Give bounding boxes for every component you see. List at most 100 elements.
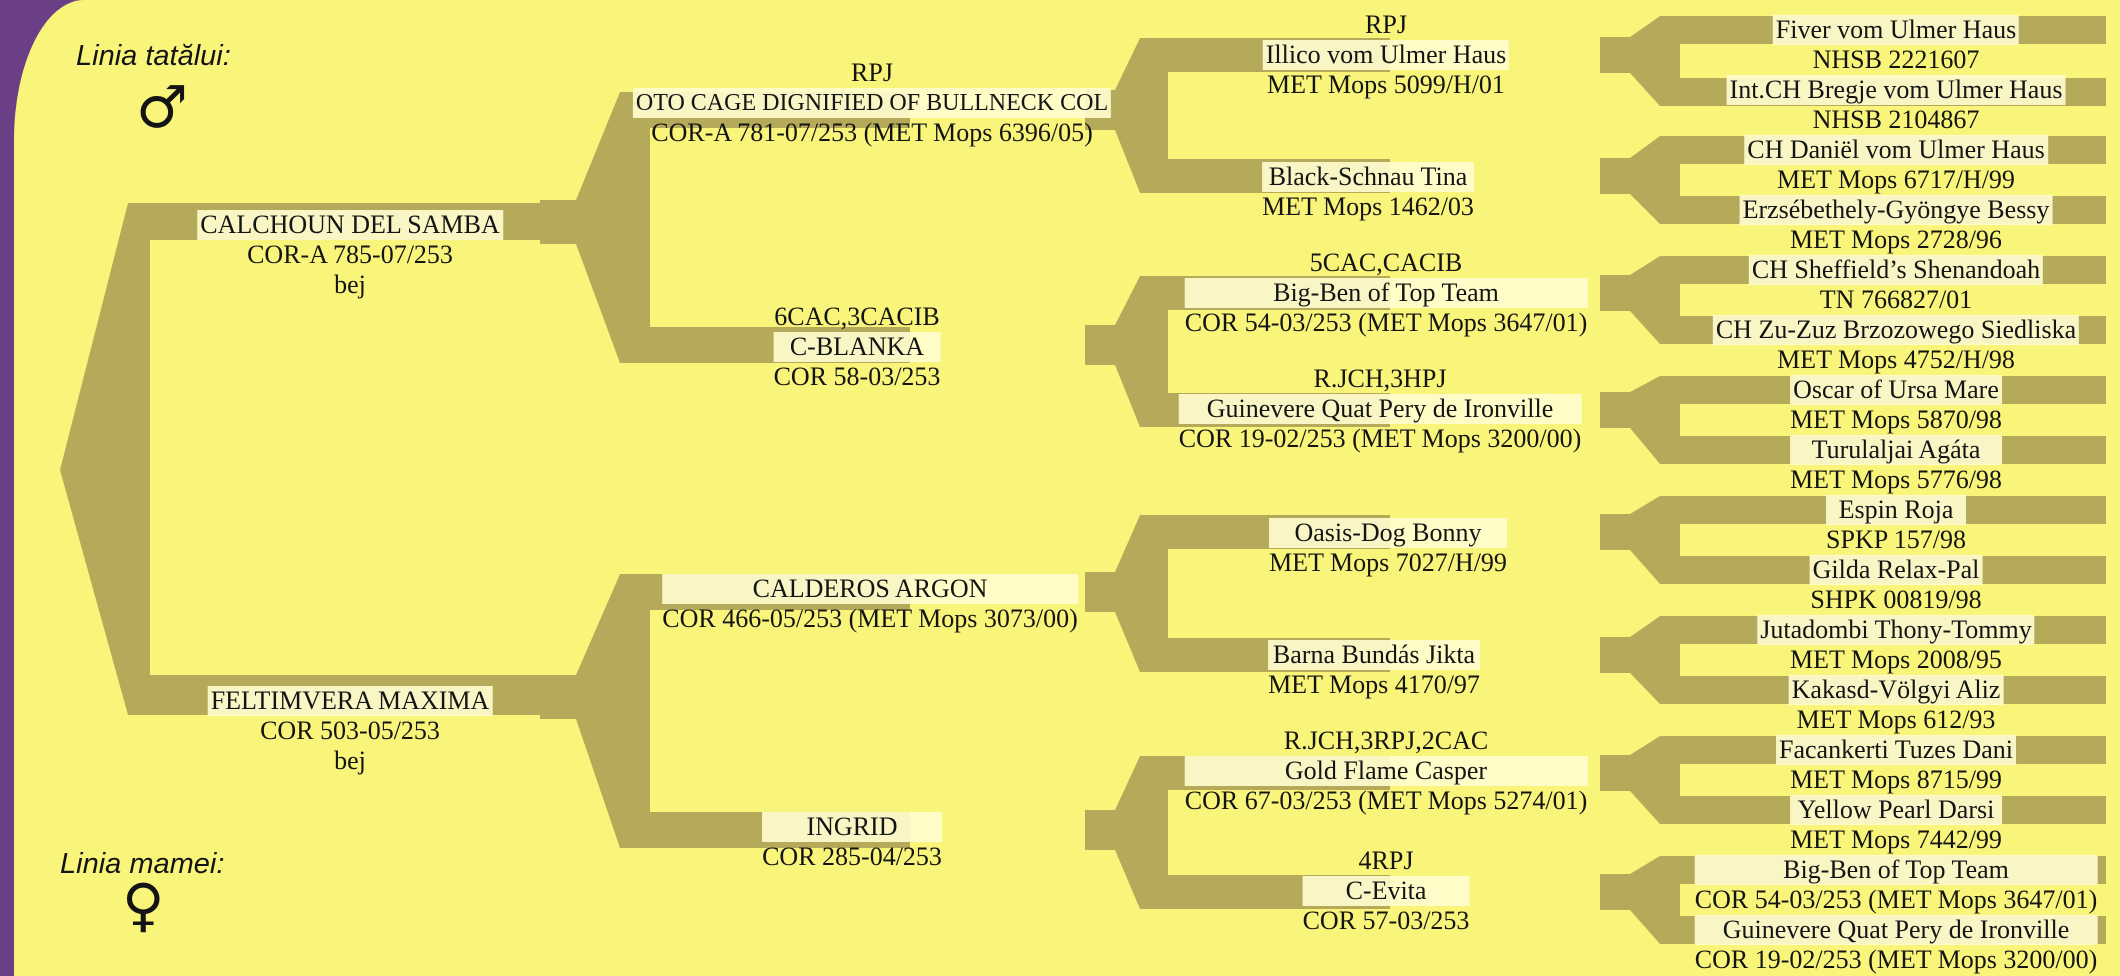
gen4-entry: Big-Ben of Top Team COR 54-03/253 (MET M… xyxy=(1694,855,2098,915)
gen2-reg: COR-A 781-07/253 (MET Mops 6396/05) xyxy=(651,118,1093,147)
gen3-title: RPJ xyxy=(1365,10,1407,39)
gen4-name: Kakasd-Völgyi Aliz xyxy=(1788,675,2004,705)
gen4-entry: Fiver vom Ulmer Haus NHSB 2221607 xyxy=(1772,15,2020,75)
gen4-entry: Erzsébethely-Gyöngye Bessy MET Mops 2728… xyxy=(1739,195,2053,255)
gen3-fork xyxy=(1085,276,1390,427)
gen3-reg: COR 54-03/253 (MET Mops 3647/01) xyxy=(1184,308,1588,337)
gen3-reg: MET Mops 7027/H/99 xyxy=(1269,548,1507,577)
gen4-reg: MET Mops 2008/95 xyxy=(1790,645,2002,674)
gen4-reg: SHPK 00819/98 xyxy=(1810,585,1982,614)
gen4-entry: CH Zu-Zuz Brzozowego Siedliska MET Mops … xyxy=(1712,315,2080,375)
gen3-reg: MET Mops 4170/97 xyxy=(1268,670,1480,699)
male-symbol-icon: ♂ xyxy=(136,73,188,141)
gen4-name: Gilda Relax-Pal xyxy=(1809,555,1983,585)
gen3-reg: MET Mops 5099/H/01 xyxy=(1267,70,1505,99)
gen4-name: CH Zu-Zuz Brzozowego Siedliska xyxy=(1712,315,2080,345)
gen4-entry: Kakasd-Völgyi Aliz MET Mops 612/93 xyxy=(1788,675,2004,735)
gen2-name: C-BLANKA xyxy=(773,332,941,362)
gen3-fork xyxy=(1085,515,1390,672)
gen4-reg: MET Mops 8715/99 xyxy=(1790,765,2002,794)
gen4-reg: SPKP 157/98 xyxy=(1826,525,1966,554)
dam-color: bej xyxy=(334,746,366,775)
gen3-title: 4RPJ xyxy=(1358,846,1414,875)
gen4-reg: MET Mops 2728/96 xyxy=(1790,225,2002,254)
gen2-reg: COR 466-05/253 (MET Mops 3073/00) xyxy=(662,604,1078,633)
gen4-name: Oscar of Ursa Mare xyxy=(1790,375,2002,405)
gen4-reg: MET Mops 612/93 xyxy=(1796,705,1996,734)
gen2-entry: CALDEROS ARGON COR 466-05/253 (MET Mops … xyxy=(662,574,1078,634)
sire-color: bej xyxy=(334,270,366,299)
gen4-reg: COR 19-02/253 (MET Mops 3200/00) xyxy=(1694,945,2098,974)
father-line-label: Linia tatălui: xyxy=(76,40,231,72)
gen4-name: Espin Roja xyxy=(1826,495,1966,525)
gen4-reg: NHSB 2221607 xyxy=(1812,45,1980,74)
gen4-name: Erzsébethely-Gyöngye Bessy xyxy=(1739,195,2053,225)
gen4-entry: Oscar of Ursa Mare MET Mops 5870/98 xyxy=(1790,375,2002,435)
gen2-entry: 6CAC,3CACIB C-BLANKA COR 58-03/253 xyxy=(773,302,941,392)
gen3-entry: R.JCH,3RPJ,2CAC Gold Flame Casper COR 67… xyxy=(1184,726,1588,816)
sire-name: CALCHOUN DEL SAMBA xyxy=(197,210,503,240)
gen2-title: RPJ xyxy=(851,58,893,87)
gen3-entry: R.JCH,3HPJ Guinevere Quat Pery de Ironvi… xyxy=(1178,364,1582,454)
gen4-entry: CH Sheffield’s Shenandoah TN 766827/01 xyxy=(1748,255,2044,315)
gen3-entry: Barna Bundás Jikta MET Mops 4170/97 xyxy=(1268,640,1480,700)
dam-reg: COR 503-05/253 xyxy=(260,716,440,745)
gen2-reg: COR 58-03/253 xyxy=(773,362,941,391)
gen4-entry: CH Daniël vom Ulmer Haus MET Mops 6717/H… xyxy=(1744,135,2048,195)
gen3-reg: COR 19-02/253 (MET Mops 3200/00) xyxy=(1178,424,1582,453)
gen4-name: CH Daniël vom Ulmer Haus xyxy=(1744,135,2048,165)
gen3-title: R.JCH,3HPJ xyxy=(1313,364,1447,393)
gen3-reg: COR 67-03/253 (MET Mops 5274/01) xyxy=(1184,786,1588,815)
gen4-reg: MET Mops 4752/H/98 xyxy=(1777,345,2015,374)
gen3-name: Big-Ben of Top Team xyxy=(1184,278,1588,308)
gen3-name: C-Evita xyxy=(1302,876,1470,906)
gen4-name: Guinevere Quat Pery de Ironville xyxy=(1694,915,2098,945)
dam-name: FELTIMVERA MAXIMA xyxy=(207,686,493,716)
gen4-entry: Espin Roja SPKP 157/98 xyxy=(1826,495,1966,555)
sire-reg: COR-A 785-07/253 xyxy=(247,240,453,269)
gen4-entry: Turulaljai Agáta MET Mops 5776/98 xyxy=(1790,435,2002,495)
gen3-title: R.JCH,3RPJ,2CAC xyxy=(1283,726,1489,755)
gen3-entry: 5CAC,CACIB Big-Ben of Top Team COR 54-03… xyxy=(1184,248,1588,338)
gen4-name: Facankerti Tuzes Dani xyxy=(1776,735,2016,765)
gen2-title: 6CAC,3CACIB xyxy=(774,302,940,331)
female-symbol-icon: ♀ xyxy=(122,871,165,939)
sire-fork xyxy=(540,92,910,363)
gen4-entry: Gilda Relax-Pal SHPK 00819/98 xyxy=(1809,555,1983,615)
gen3-name: Guinevere Quat Pery de Ironville xyxy=(1178,394,1582,424)
gen4-reg: MET Mops 6717/H/99 xyxy=(1777,165,2015,194)
gen3-name: Oasis-Dog Bonny xyxy=(1269,518,1507,548)
gen4-reg: MET Mops 7442/99 xyxy=(1790,825,2002,854)
gen4-entry: Facankerti Tuzes Dani MET Mops 8715/99 xyxy=(1776,735,2016,795)
gen3-name: Barna Bundás Jikta xyxy=(1268,640,1480,670)
gen4-name: Yellow Pearl Darsi xyxy=(1790,795,2002,825)
gen3-reg: MET Mops 1462/03 xyxy=(1262,192,1474,221)
gen4-name: Fiver vom Ulmer Haus xyxy=(1772,15,2020,45)
gen3-entry: 4RPJ C-Evita COR 57-03/253 xyxy=(1302,846,1470,936)
gen2-entry: RPJ OTO CAGE DIGNIFIED OF BULLNECK COL C… xyxy=(632,58,1112,148)
gen2-name: OTO CAGE DIGNIFIED OF BULLNECK COL xyxy=(632,88,1112,118)
dam-entry: FELTIMVERA MAXIMA COR 503-05/253 bej xyxy=(207,686,493,776)
gen4-entry: Yellow Pearl Darsi MET Mops 7442/99 xyxy=(1790,795,2002,855)
mother-line-label: Linia mamei: xyxy=(60,848,225,880)
gen3-entry: RPJ Illico vom Ulmer Haus MET Mops 5099/… xyxy=(1262,10,1510,100)
gen3-entry: Oasis-Dog Bonny MET Mops 7027/H/99 xyxy=(1269,518,1507,578)
gen2-reg: COR 285-04/253 xyxy=(762,842,942,871)
gen3-fork xyxy=(1085,756,1390,909)
dam-fork xyxy=(540,574,910,848)
gen3-name: Illico vom Ulmer Haus xyxy=(1262,40,1510,70)
gen4-reg: TN 766827/01 xyxy=(1819,285,1973,314)
gen2-entry: INGRID COR 285-04/253 xyxy=(762,812,942,872)
gen4-name: CH Sheffield’s Shenandoah xyxy=(1748,255,2044,285)
sire-entry: CALCHOUN DEL SAMBA COR-A 785-07/253 bej xyxy=(197,210,503,300)
gen4-entry: Int.CH Bregje vom Ulmer Haus NHSB 210486… xyxy=(1726,75,2066,135)
gen2-name: INGRID xyxy=(762,812,942,842)
gen4-name: Big-Ben of Top Team xyxy=(1694,855,2098,885)
gen4-name: Int.CH Bregje vom Ulmer Haus xyxy=(1726,75,2066,105)
gen4-reg: COR 54-03/253 (MET Mops 3647/01) xyxy=(1694,885,2098,914)
gen4-entry: Jutadombi Thony-Tommy MET Mops 2008/95 xyxy=(1757,615,2035,675)
gen4-name: Jutadombi Thony-Tommy xyxy=(1757,615,2035,645)
gen4-reg: MET Mops 5870/98 xyxy=(1790,405,2002,434)
gen3-fork xyxy=(1085,38,1390,193)
